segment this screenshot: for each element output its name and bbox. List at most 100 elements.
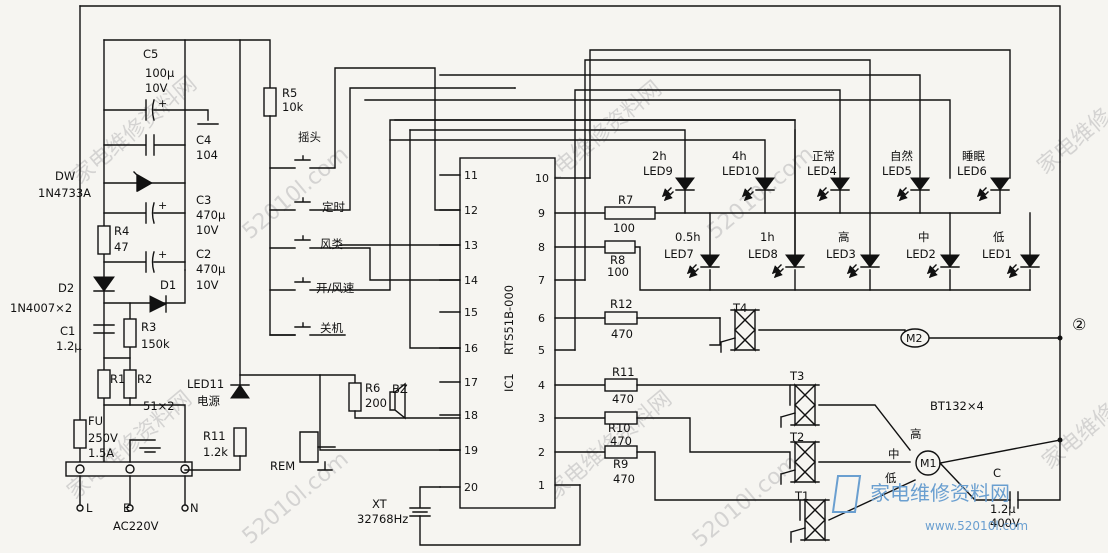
led-ref: LED1 [982, 247, 1012, 261]
ic-pin: 12 [464, 204, 478, 217]
logo-url: www.52010l.com [925, 519, 1028, 533]
c5-voltage: 10V [145, 81, 168, 95]
switch-label: 定时 [322, 200, 345, 214]
ic-pin: 6 [538, 312, 545, 325]
r6-ref: R6 [365, 381, 380, 395]
r5-value: 10k [282, 100, 304, 114]
r7-value: 100 [613, 221, 635, 235]
led-label: 睡眠 [962, 149, 985, 163]
led-label: 正常 [812, 149, 835, 163]
m1-ref: M1 [920, 457, 937, 470]
r9-value: 470 [613, 472, 635, 486]
ic-pin: 17 [464, 376, 478, 389]
led-row-top [662, 177, 1010, 201]
r12-ohm: 470 [611, 327, 633, 341]
c1-ref: C1 [60, 324, 75, 338]
led11-label: 电源 [197, 394, 220, 408]
r8-value: 100 [607, 265, 629, 279]
ic-pin: 9 [538, 207, 545, 220]
led-ref: LED10 [722, 164, 759, 178]
xt-freq: 32768Hz [357, 512, 408, 526]
fu-rating: 250V [88, 431, 118, 445]
c5-value: 100μ [145, 66, 175, 80]
switch-label: 开/风速 [316, 281, 355, 295]
led-ref: LED2 [906, 247, 936, 261]
dw-part: 1N4733A [38, 186, 91, 200]
xt-ref: XT [372, 497, 388, 511]
c4-value: 104 [196, 148, 218, 162]
c2-voltage: 10V [196, 278, 219, 292]
c3-value: 470μ [196, 208, 226, 222]
ic-rts51b [439, 157, 606, 509]
ic-pin: 16 [464, 342, 478, 355]
led-label: 2h [652, 149, 667, 163]
switch-label: 关机 [320, 321, 343, 335]
m2-ref: M2 [906, 332, 923, 345]
led-label: 自然 [890, 149, 913, 163]
led-label: 1h [760, 230, 775, 244]
ic-pin: 8 [538, 241, 545, 254]
speed-high: 高 [910, 427, 922, 441]
c3-voltage: 10V [196, 223, 219, 237]
led-label: 中 [918, 230, 930, 244]
ic-pin: 5 [538, 344, 545, 357]
led-ref: LED5 [882, 164, 912, 178]
r11a-value: 1.2k [203, 445, 228, 459]
r11-ref: R11 [612, 365, 635, 379]
r3-ref: R3 [141, 320, 156, 334]
site-logo: 家电维修资料网 www.52010l.com [831, 475, 1028, 533]
r7-ref: R7 [618, 193, 633, 207]
svg-text:+: + [158, 97, 167, 110]
svg-text:+: + [158, 248, 167, 261]
ic-pin: 11 [464, 169, 478, 182]
watermark-text: 52010l.com [238, 447, 354, 550]
ic-pin: 1 [538, 479, 545, 492]
switch-label: 风类 [320, 237, 343, 251]
r10-ref: R10 [608, 421, 631, 435]
ic-ref: IC1 [502, 373, 516, 392]
led-label: 高 [838, 230, 850, 244]
led-label: 低 [993, 230, 1005, 244]
r11a-ref: R11 [203, 429, 226, 443]
ic-pin: 3 [538, 412, 545, 425]
ic-pin: 20 [464, 481, 478, 494]
ic-pin: 2 [538, 446, 545, 459]
terminal-l: L [86, 501, 93, 515]
triac-part: BT132×4 [930, 399, 984, 413]
supply-label: AC220V [113, 519, 159, 533]
c-voltage: 400V [990, 516, 1020, 530]
c3-ref: C3 [196, 193, 211, 207]
speed-low: 低 [885, 471, 897, 485]
speed-mid: 中 [888, 447, 900, 461]
ic-pin: 19 [464, 444, 478, 457]
ic-pin: 7 [538, 274, 545, 287]
r9-ref: R9 [613, 457, 628, 471]
output-resistors [604, 206, 801, 521]
d2-ref: D2 [58, 281, 74, 295]
figure-number: ② [1072, 315, 1086, 334]
ic-pin: 10 [535, 172, 549, 185]
ic-pin: 18 [464, 409, 478, 422]
svg-text:+: + [158, 199, 167, 212]
aux-components [239, 374, 581, 546]
ic-pin: 14 [464, 274, 478, 287]
c1-value: 1.2μ [56, 339, 82, 353]
c-ref: C [993, 466, 1001, 480]
t4-ref: T4 [732, 301, 747, 315]
diode-part: 1N4007×2 [10, 301, 72, 315]
r10-value: 470 [610, 434, 632, 448]
watermark-text: 家电维修 [1038, 399, 1108, 475]
ic-pin: 15 [464, 306, 478, 319]
r4-ref: R4 [114, 224, 129, 238]
t1-ref: T1 [794, 489, 809, 503]
watermark-text: 52010l.com [688, 450, 804, 553]
terminal-n: N [190, 501, 199, 515]
d1-ref: D1 [160, 278, 176, 292]
c-value: 1.2μ [990, 502, 1016, 516]
r1-ref: R1 [110, 372, 125, 386]
watermark-text: 家电维修 [1033, 104, 1108, 180]
terminal-e: E [123, 501, 130, 515]
led-ref: LED6 [957, 164, 987, 178]
